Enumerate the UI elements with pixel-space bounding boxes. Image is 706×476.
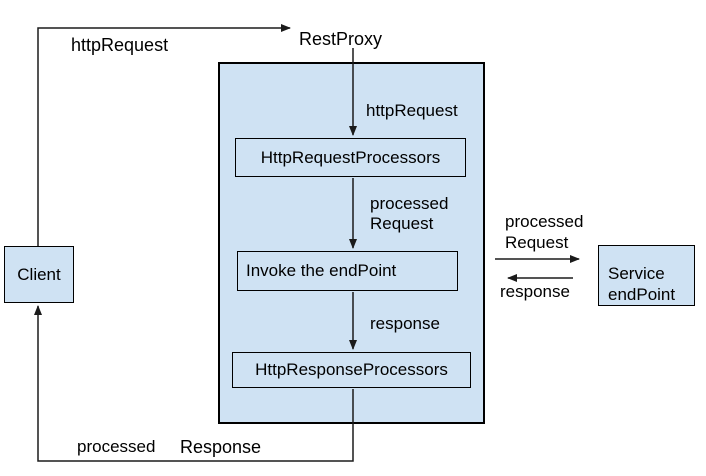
- node-client: Client: [4, 246, 74, 303]
- service-endpoint-label-line1: Service: [608, 264, 665, 283]
- node-invoke-endpoint: Invoke the endPoint: [237, 251, 458, 291]
- node-http-response-processors: HttpResponseProcessors: [232, 352, 471, 388]
- edge-label-processed-request-inner: processed Request: [370, 194, 448, 234]
- node-http-request-processors: HttpRequestProcessors: [235, 138, 466, 177]
- http-response-processors-label: HttpResponseProcessors: [255, 360, 448, 379]
- edge-label-processed-request-right: processed Request: [505, 211, 583, 253]
- invoke-endpoint-label: Invoke the endPoint: [246, 261, 397, 280]
- edge-label-processed-request-inner-line1: processed: [370, 194, 449, 213]
- edge-label-response-right: response: [500, 282, 570, 301]
- edge-label-processed-request-inner-line2: Request: [370, 214, 434, 233]
- edge-label-processed-request-right-line1: processed: [505, 212, 584, 231]
- node-restproxy-label: RestProxy: [299, 29, 383, 49]
- service-endpoint-label-line2: endPoint: [608, 285, 676, 304]
- http-request-processors-label: HttpRequestProcessors: [260, 147, 441, 167]
- edge-label-response-bottom: Response: [180, 437, 262, 457]
- edge-label-processed-request-right-line2: Request: [505, 233, 569, 252]
- edge-label-response-inner: response: [370, 314, 440, 333]
- edge-label-httprequest-inner: httpRequest: [366, 101, 458, 120]
- edge-label-httprequest-top: httpRequest: [71, 35, 169, 55]
- client-label: Client: [17, 264, 61, 284]
- edge-label-processed-bottom: processed: [77, 437, 156, 456]
- node-service-endpoint: Service endPoint: [598, 245, 695, 306]
